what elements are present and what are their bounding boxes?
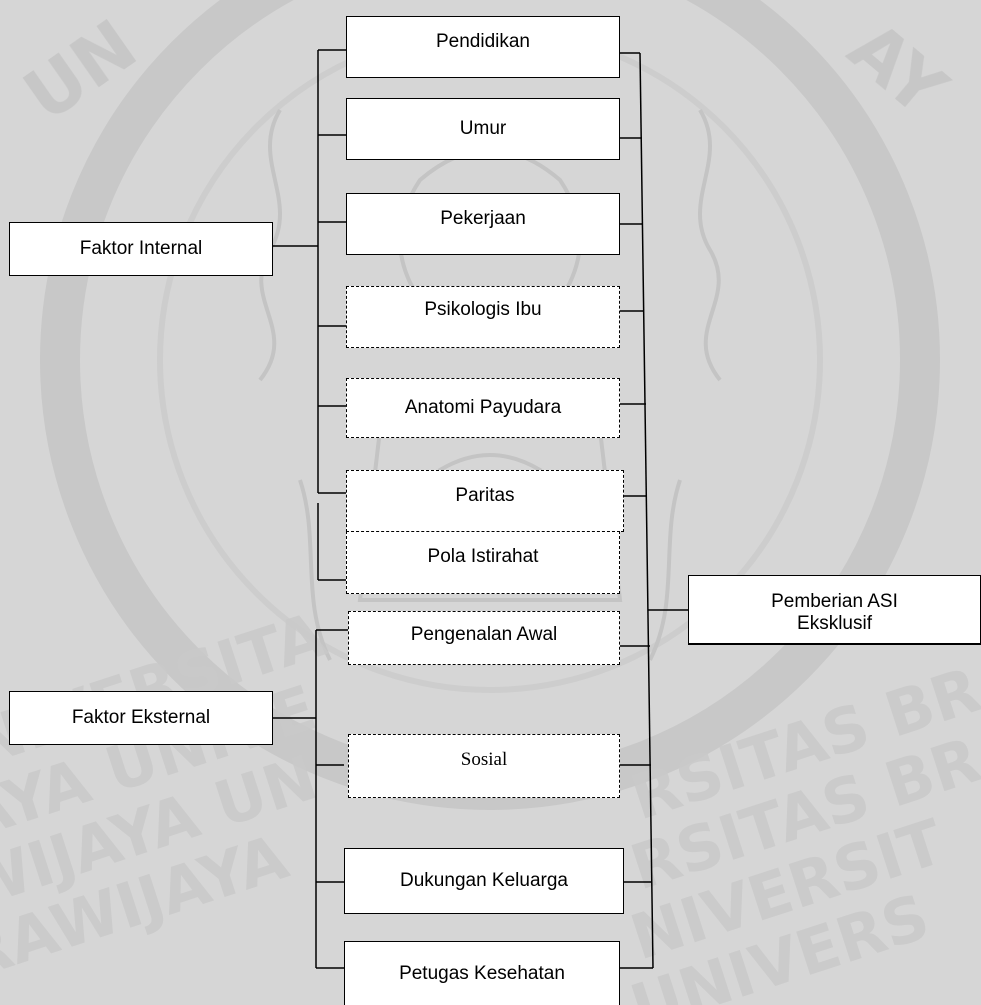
factor-pola-istirahat: Pola Istirahat [346,531,620,594]
factor-label: Psikologis Ibu [424,299,542,320]
factor-paritas: Paritas [346,470,624,532]
outcome-label-line1: Pemberian ASI [771,591,898,612]
factor-pengenalan-awal: Pengenalan Awal [348,611,620,665]
outcome-box: Pemberian ASI Eksklusif [688,575,981,644]
svg-text:UNIVERS: UNIVERS [622,880,938,1005]
svg-text:RAWIJAYA: RAWIJAYA [0,820,296,993]
factor-label: Pendidikan [435,31,531,52]
factor-label: Dukungan Keluarga [400,870,568,891]
internal-factor-box: Faktor Internal [9,222,273,276]
svg-text:RSITAS BRA: RSITAS BRA [622,638,981,834]
svg-text:RSITAS BR: RSITAS BR [622,723,981,904]
svg-text:UN: UN [10,4,152,137]
factor-label: Pekerjaan [440,208,526,229]
svg-text:WIJAYA UN: WIJAYA UN [0,741,325,924]
svg-text:AY: AY [833,6,962,133]
outcome-bottom-border [688,643,981,645]
factor-label: Petugas Kesehatan [399,962,565,984]
factor-label: Paritas [455,485,515,506]
external-factor-box: Faktor Eksternal [9,691,273,745]
factor-sosial: Sosial [348,734,620,798]
factor-label: Umur [459,118,507,139]
external-factor-label: Faktor Eksternal [71,707,211,728]
svg-text:NIVERSITA: NIVERSITA [0,598,334,781]
factor-label: Anatomi Payudara [404,397,562,418]
factor-label: Pengenalan Awal [410,624,558,645]
factor-label: Sosial [460,749,508,770]
factor-label: Pola Istirahat [427,546,539,567]
factor-pekerjaan: Pekerjaan [346,193,620,255]
outcome-label-line2: Eksklusif [797,613,872,634]
internal-factor-label: Faktor Internal [79,238,203,259]
factor-petugas-kesehatan: Petugas Kesehatan [344,941,620,1005]
factor-anatomi-payudara: Anatomi Payudara [346,378,620,438]
svg-text:NIVERSIT: NIVERSIT [622,805,952,974]
factor-pendidikan: Pendidikan [346,16,620,78]
factor-psikologis-ibu: Psikologis Ibu [346,286,620,348]
factor-umur: Umur [346,98,620,160]
factor-dukungan-keluarga: Dukungan Keluarga [344,848,624,914]
